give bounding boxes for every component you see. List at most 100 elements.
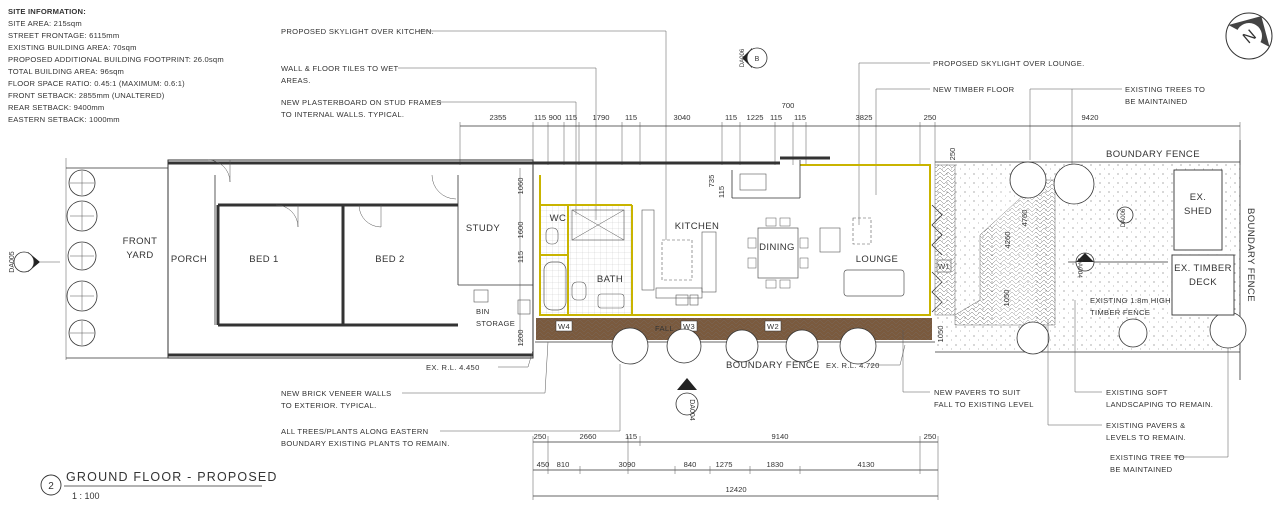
room-front-yard-1: FRONT: [123, 236, 158, 247]
existing-house: PORCH BED 1 BED 2 STUDY BIN STORAGE: [167, 159, 780, 359]
room-shed-1: EX.: [1190, 192, 1207, 203]
label-fall: FALL: [655, 324, 674, 333]
note-existing-tree-2: BE MAINTAINED: [1110, 465, 1173, 474]
room-study: STUDY: [466, 223, 500, 234]
label-rl-left: EX. R.L. 4.450: [426, 363, 480, 372]
room-bath: BATH: [597, 274, 623, 285]
dim-bottom: 9140: [772, 432, 789, 441]
title-scale: 1 : 100: [72, 491, 100, 501]
ref-da004-right: DA004: [1076, 258, 1083, 278]
label-rl-right: EX. R.L. 4.720: [826, 361, 880, 370]
ref-da004-bottom: DA004: [688, 399, 695, 421]
dim-top: 3040: [674, 113, 691, 122]
site-info-title: SITE INFORMATION:: [8, 7, 86, 16]
dim-top: 700: [782, 101, 795, 110]
note-tiles-2: AREAS.: [281, 76, 311, 85]
dim-vert: 115: [717, 186, 726, 198]
site-info-line: TOTAL BUILDING AREA: 96sqm: [8, 67, 124, 76]
ref-da005: DA005: [9, 251, 16, 273]
dim-vert: 115: [516, 251, 525, 263]
north-arrow: N: [1225, 12, 1273, 60]
site-information: SITE INFORMATION: SITE AREA: 215sqm STRE…: [8, 7, 224, 124]
note-soft-landscaping-2: LANDSCAPING TO REMAIN.: [1106, 400, 1213, 409]
dim-top: 115: [794, 113, 806, 122]
window-tag-w2: W2: [767, 322, 779, 331]
note-soft-landscaping-1: EXISTING SOFT: [1106, 388, 1168, 397]
dim-bottom-overall: 12420: [725, 485, 746, 494]
label-fence-2: TIMBER FENCE: [1090, 308, 1150, 317]
dim-bottom: 1275: [716, 460, 733, 469]
dim-top: 115: [725, 113, 737, 122]
dim-vert: 1050: [1002, 290, 1011, 307]
bottom-dimension-lines: 250 2660 115 9140 250 450 810 3090 840 1…: [532, 432, 939, 500]
label-fence-1: EXISTING 1.8m HIGH: [1090, 296, 1171, 305]
room-bed-1: BED 1: [249, 254, 278, 265]
section-b-ref: DA006: [740, 48, 746, 67]
dim-vert: 1050: [936, 326, 945, 343]
label-boundary-bottom: BOUNDARY FENCE: [726, 360, 820, 371]
room-dining: DINING: [759, 242, 795, 253]
note-trees-plants-2: BOUNDARY EXISTING PLANTS TO REMAIN.: [281, 439, 450, 448]
site-info-line: FLOOR SPACE RATIO: 0.45:1 (MAXIMUM: 0.6:…: [8, 79, 185, 88]
boundary-trees-bottom: BOUNDARY FENCE: [535, 327, 935, 371]
dim-vert: 250: [948, 148, 957, 161]
dim-bottom: 115: [625, 432, 637, 441]
backyard: 4760 4260 1050 490 250 1050 EX. SHED EX.…: [934, 140, 1256, 380]
section-b-label: B: [755, 56, 760, 63]
dim-top: 115: [625, 113, 637, 122]
note-brick-veneer-2: TO EXTERIOR. TYPICAL.: [281, 401, 376, 410]
dim-vert: 1200: [516, 330, 525, 347]
room-bed-2: BED 2: [375, 254, 404, 265]
bottom-notes: NEW BRICK VENEER WALLS TO EXTERIOR. TYPI…: [281, 300, 1229, 474]
note-brick-veneer-1: NEW BRICK VENEER WALLS: [281, 389, 392, 398]
room-bin-2: STORAGE: [476, 319, 515, 328]
section-marker-da004: DA004: [675, 378, 699, 421]
note-existing-pavers-1: EXISTING PAVERS &: [1106, 421, 1186, 430]
dim-bottom: 2660: [580, 432, 597, 441]
room-porch: PORCH: [171, 254, 207, 265]
site-info-line: EXISTING BUILDING AREA: 70sqm: [8, 43, 137, 52]
site-info-line: SITE AREA: 215sqm: [8, 19, 82, 28]
label-boundary-right: BOUNDARY FENCE: [1245, 208, 1256, 302]
note-existing-trees-1: EXISTING TREES TO: [1125, 85, 1205, 94]
dim-bottom: 450: [537, 460, 550, 469]
room-deck-1: EX. TIMBER: [1174, 263, 1232, 274]
room-deck-2: DECK: [1189, 277, 1217, 288]
note-pavers-1: NEW PAVERS TO SUIT: [934, 388, 1021, 397]
dim-top: 3825: [856, 113, 873, 122]
dim-top: 115: [534, 113, 546, 122]
dim-bottom: 3090: [619, 460, 636, 469]
label-boundary-top: BOUNDARY FENCE: [1106, 149, 1200, 160]
front-trees: [66, 169, 98, 347]
room-kitchen: KITCHEN: [675, 221, 720, 232]
note-existing-tree-1: EXISTING TREE TO: [1110, 453, 1185, 462]
dim-bottom: 810: [557, 460, 570, 469]
dim-top: 900: [549, 113, 562, 122]
title-number: 2: [48, 481, 54, 492]
window-tag-w3: W3: [683, 322, 695, 331]
note-plasterboard-2: TO INTERNAL WALLS. TYPICAL.: [281, 110, 404, 119]
top-notes: PROPOSED SKYLIGHT OVER KITCHEN. WALL & F…: [281, 27, 1205, 240]
vertical-dimensions-left: 1060 1600 115 1200 735 115: [516, 168, 726, 346]
new-extension: WC BATH KITCHEN DINING LOUNGE FALL W4 W3…: [536, 156, 952, 340]
site-info-line: FRONT SETBACK: 2855mm (UNALTERED): [8, 91, 165, 100]
dim-top: 2355: [490, 113, 507, 122]
dim-vert: 735: [707, 175, 716, 188]
note-trees-plants-1: ALL TREES/PLANTS ALONG EASTERN: [281, 427, 428, 436]
dim-top: 250: [924, 113, 937, 122]
section-marker-b: B DA006: [740, 47, 768, 69]
ref-da006-yard: DA006: [1121, 208, 1127, 227]
room-front-yard-2: YARD: [126, 250, 153, 261]
dim-bottom: 840: [684, 460, 697, 469]
note-existing-pavers-2: LEVELS TO REMAIN.: [1106, 433, 1186, 442]
dim-vert: 4760: [1020, 210, 1029, 227]
note-pavers-2: FALL TO EXISTING LEVEL: [934, 400, 1034, 409]
title-text: GROUND FLOOR - PROPOSED: [66, 470, 278, 484]
note-skylight-lounge: PROPOSED SKYLIGHT OVER LOUNGE.: [933, 59, 1085, 68]
room-shed-2: SHED: [1184, 206, 1212, 217]
dim-top: 115: [770, 113, 782, 122]
site-info-line: EASTERN SETBACK: 1000mm: [8, 115, 120, 124]
dim-vert: 1600: [516, 222, 525, 239]
dim-bottom: 4130: [858, 460, 875, 469]
